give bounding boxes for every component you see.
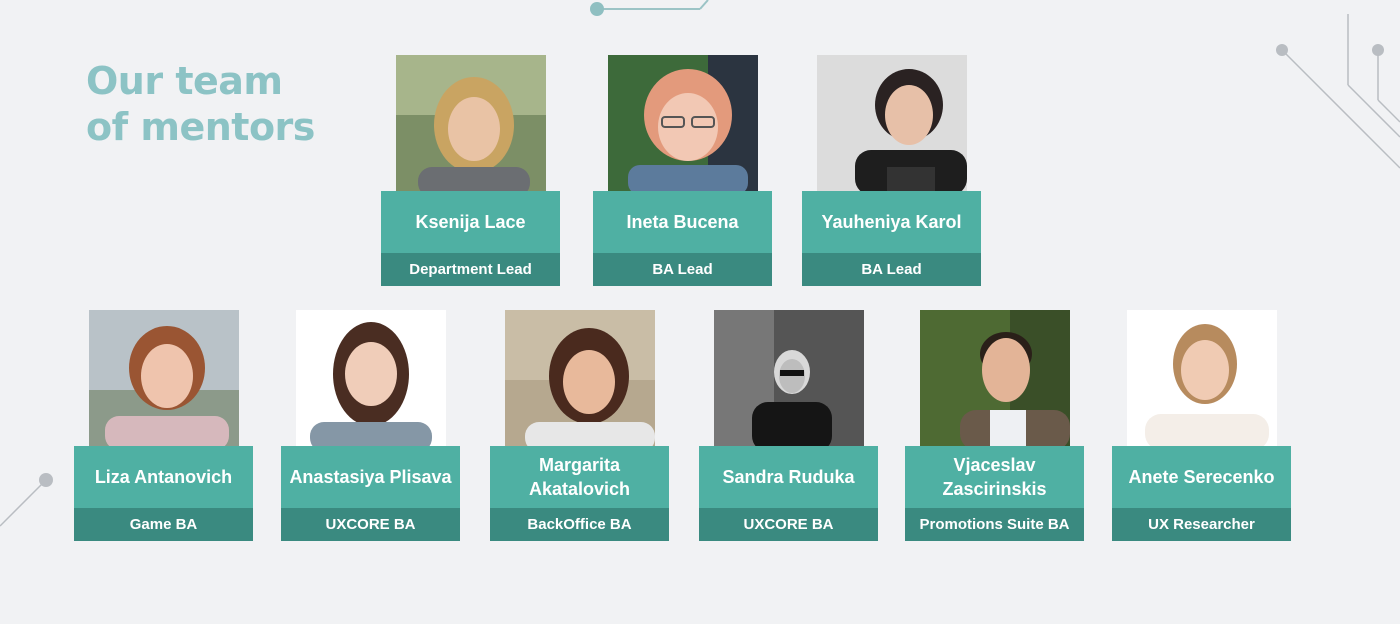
mentor-name: Anete Serecenko	[1112, 446, 1291, 508]
mentor-role: BA Lead	[802, 253, 981, 286]
mentor-name: Liza Antanovich	[74, 446, 253, 508]
mentor-photo	[919, 310, 1070, 446]
mentor-role: Promotions Suite BA	[905, 508, 1084, 541]
mentor-role: Department Lead	[381, 253, 560, 286]
mentor-role: UXCORE BA	[699, 508, 878, 541]
mentor-role: UX Researcher	[1112, 508, 1291, 541]
mentor-card: Liza Antanovich Game BA	[74, 310, 253, 541]
mentor-photo	[295, 310, 446, 446]
mentor-name: Ksenija Lace	[381, 191, 560, 253]
mentor-name: Ineta Bucena	[593, 191, 772, 253]
title-line-2: of mentors	[86, 105, 315, 149]
mentor-name: Yauheniya Karol	[802, 191, 981, 253]
mentor-card: Ksenija Lace Department Lead	[381, 55, 560, 286]
page-title: Our team of mentors	[86, 58, 315, 150]
mentor-photo	[607, 55, 758, 191]
mentor-card: Anastasiya Plisava UXCORE BA	[281, 310, 460, 541]
mentor-card: Ineta Bucena BA Lead	[593, 55, 772, 286]
mentor-card: Margarita Akatalovich BackOffice BA	[490, 310, 669, 541]
mentor-photo	[395, 55, 546, 191]
mentor-card: Anete Serecenko UX Researcher	[1112, 310, 1291, 541]
mentor-role: Game BA	[74, 508, 253, 541]
mentor-name: Sandra Ruduka	[699, 446, 878, 508]
mentor-card: Sandra Ruduka UXCORE BA	[699, 310, 878, 541]
mentor-role: BackOffice BA	[490, 508, 669, 541]
mentor-card: Yauheniya Karol BA Lead	[802, 55, 981, 286]
mentor-name: Anastasiya Plisava	[281, 446, 460, 508]
mentor-photo	[816, 55, 967, 191]
mentor-name: Vjaceslav Zascirinskis	[905, 446, 1084, 508]
title-line-1: Our team	[86, 59, 283, 103]
mentor-card: Vjaceslav Zascirinskis Promotions Suite …	[905, 310, 1084, 541]
mentor-photo	[504, 310, 655, 446]
mentor-photo	[88, 310, 239, 446]
mentor-name: Margarita Akatalovich	[490, 446, 669, 508]
mentor-role: BA Lead	[593, 253, 772, 286]
mentor-role: UXCORE BA	[281, 508, 460, 541]
mentor-photo	[713, 310, 864, 446]
mentor-photo	[1126, 310, 1277, 446]
